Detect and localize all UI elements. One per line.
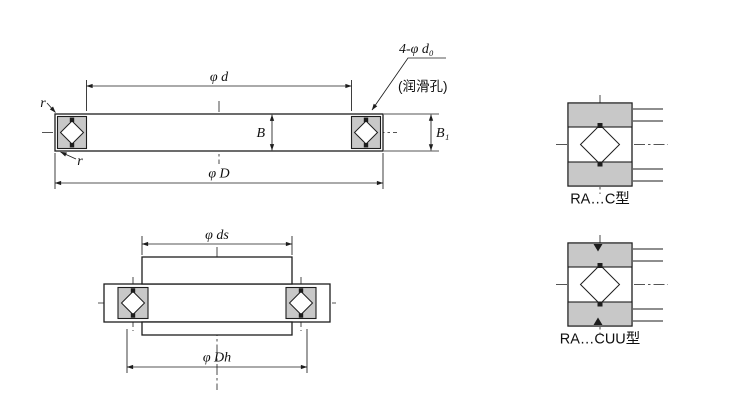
right-spacer-top <box>298 288 304 293</box>
dim-shaft-seat-diameter: φ ds <box>141 228 293 255</box>
left-spacer-bottom <box>130 313 136 318</box>
lower-clamp-plate <box>141 321 293 336</box>
dim-label-bore: φ d <box>210 70 229 85</box>
dim-label-outer-width: B₁ <box>436 126 449 141</box>
detail-label-c-type: RA…C型 <box>570 191 630 208</box>
spacer-top <box>597 263 603 268</box>
dim-inner-width: B <box>256 114 275 151</box>
leader-line <box>60 151 77 160</box>
detail-label-cuu-type: RA…CUU型 <box>560 331 641 348</box>
right-spacer-bottom <box>298 313 304 318</box>
lube-holes-label: 4-φ d₀ <box>399 42 434 57</box>
left-roller-section <box>117 286 149 320</box>
detail-view-cuu-type: RA…CUU型 <box>556 235 668 348</box>
front-section-view: φ d 4-φ d₀ (润滑孔) B B₁ φ D <box>40 42 449 189</box>
right-roller-section <box>350 115 382 150</box>
dim-label-width: B <box>256 126 265 141</box>
dim-outer-width: B₁ <box>384 113 449 152</box>
spacer-top <box>597 123 603 128</box>
fillet-callouts: r r <box>40 96 83 169</box>
shaft-seat-plate <box>141 256 293 285</box>
dim-label-outer: φ D <box>208 167 229 182</box>
fillet-label-top: r <box>40 96 46 111</box>
left-spacer-top <box>69 117 75 122</box>
right-spacer-top <box>363 117 369 122</box>
mounted-section-view: φ ds φ Dh <box>98 228 336 390</box>
seal-bottom <box>593 317 603 325</box>
lube-holes-note: (润滑孔) <box>398 79 448 94</box>
right-roller-section <box>285 286 317 320</box>
lube-hole-callout: 4-φ d₀ (润滑孔) <box>371 42 448 111</box>
bearing-body-section <box>54 113 384 152</box>
dim-label-shaft-seat: φ ds <box>205 228 229 243</box>
leader-line <box>46 102 56 113</box>
left-roller-section <box>56 115 88 150</box>
left-spacer-bottom <box>69 143 75 148</box>
leader-line <box>371 57 446 111</box>
right-spacer-bottom <box>363 143 369 148</box>
seal-top <box>593 244 603 252</box>
left-spacer-top <box>130 288 136 293</box>
dim-housing-bore-diameter: φ Dh <box>126 329 308 373</box>
dim-outer-diameter: φ D <box>54 153 384 189</box>
detail-view-c-type: RA…C型 <box>556 95 668 208</box>
dim-bore-diameter: φ d <box>86 70 352 111</box>
spacer-bottom <box>597 301 603 307</box>
dim-label-housing-bore: φ Dh <box>203 351 231 366</box>
spacer-bottom <box>597 161 603 167</box>
fillet-label-bottom: r <box>77 154 83 169</box>
